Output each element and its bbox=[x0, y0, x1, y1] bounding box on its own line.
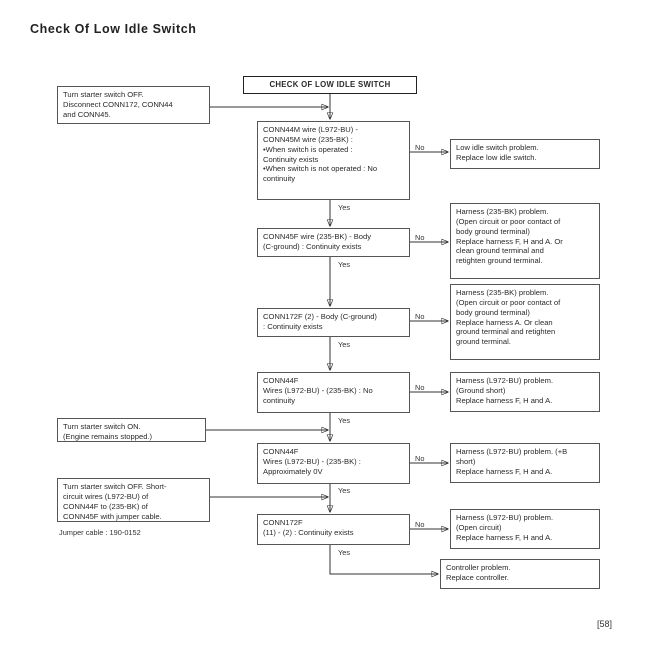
check-line: (11) - (2) : Continuity exists bbox=[263, 527, 354, 537]
check-line: CONN44F bbox=[263, 447, 299, 456]
no-label-1: No bbox=[415, 143, 425, 152]
side-note-line: CONN44F to (235-BK) of bbox=[63, 501, 148, 511]
side-note-2: Turn starter switch ON. (Engine remains … bbox=[57, 418, 206, 442]
check-box-6: CONN172F (11) - (2) : Continuity exists bbox=[257, 514, 410, 545]
flow-title: CHECK OF LOW IDLE SWITCH bbox=[243, 76, 417, 94]
result-line: Harness (L972-BU) problem. (+B bbox=[456, 447, 568, 456]
no-label-5: No bbox=[415, 454, 425, 463]
no-label-4: No bbox=[415, 383, 425, 392]
result-box-3: Harness (235-BK) problem. (Open circuit … bbox=[450, 284, 600, 360]
side-note-line: CONN45F with jumper cable. bbox=[63, 511, 162, 521]
page-number: [58] bbox=[597, 619, 613, 629]
check-line: Continuity exists bbox=[263, 154, 319, 164]
check-line: CONN44M wire (L972-BU) - bbox=[263, 125, 358, 134]
result-line: body ground terminal) bbox=[456, 307, 530, 317]
result-line: ground terminal and retighten bbox=[456, 327, 556, 337]
check-line: •When switch is operated : bbox=[263, 144, 353, 154]
result-line: body ground terminal) bbox=[456, 226, 530, 236]
check-line: CONN45M wire (235-BK) : bbox=[263, 134, 353, 144]
check-line: : Continuity exists bbox=[263, 321, 323, 331]
jumper-cable-note: Jumper cable : 190-0152 bbox=[59, 528, 141, 537]
check-box-3: CONN172F (2) - Body (C-ground) : Continu… bbox=[257, 308, 410, 337]
check-line: continuity bbox=[263, 395, 296, 405]
result-line: Replace controller. bbox=[446, 572, 509, 582]
check-line: Wires (L972-BU) - (235-BK) : bbox=[263, 456, 361, 466]
side-note-line: Turn starter switch OFF. bbox=[63, 90, 144, 99]
result-line: Replace harness F, H and A. Or bbox=[456, 236, 563, 246]
check-line: CONN172F (2) - Body (C-ground) bbox=[263, 312, 377, 321]
result-box-6: Harness (L972-BU) problem. (Open circuit… bbox=[450, 509, 600, 549]
result-line: Controller problem. bbox=[446, 563, 511, 572]
yes-label-2: Yes bbox=[338, 260, 351, 269]
yes-label-4: Yes bbox=[338, 416, 351, 425]
check-box-4: CONN44F Wires (L972-BU) - (235-BK) : No … bbox=[257, 372, 410, 413]
result-line: Low idle switch problem. bbox=[456, 143, 539, 152]
result-line: Harness (L972-BU) problem. bbox=[456, 376, 554, 385]
result-box-2: Harness (235-BK) problem. (Open circuit … bbox=[450, 203, 600, 279]
page-title: Check Of Low Idle Switch bbox=[30, 22, 197, 36]
no-label-2: No bbox=[415, 233, 425, 242]
yes-label-6: Yes bbox=[338, 548, 351, 557]
check-line: continuity bbox=[263, 174, 296, 184]
result-line: Harness (235-BK) problem. bbox=[456, 288, 549, 297]
no-label-3: No bbox=[415, 312, 425, 321]
result-line: Harness (L972-BU) problem. bbox=[456, 513, 554, 522]
check-line: •When switch is not operated : No bbox=[263, 164, 378, 174]
side-note-line: (Engine remains stopped.) bbox=[63, 431, 153, 441]
result-line: Replace harness F, H and A. bbox=[456, 395, 553, 405]
result-line: Replace harness A. Or clean bbox=[456, 317, 553, 327]
result-box-7: Controller problem. Replace controller. bbox=[440, 559, 600, 589]
no-label-6: No bbox=[415, 520, 425, 529]
check-line: Wires (L972-BU) - (235-BK) : No bbox=[263, 385, 373, 395]
result-box-5: Harness (L972-BU) problem. (+B short) Re… bbox=[450, 443, 600, 483]
check-box-5: CONN44F Wires (L972-BU) - (235-BK) : App… bbox=[257, 443, 410, 484]
yes-label-3: Yes bbox=[338, 340, 351, 349]
result-line: (Open circuit or poor contact of bbox=[456, 216, 561, 226]
arrow-check-6-to-result-7 bbox=[329, 545, 438, 574]
check-box-1: CONN44M wire (L972-BU) - CONN45M wire (2… bbox=[257, 121, 410, 200]
check-line: (C-ground) : Continuity exists bbox=[263, 241, 362, 251]
side-note-line: Disconnect CONN172, CONN44 bbox=[63, 99, 173, 109]
result-line: Replace harness F, H and A. bbox=[456, 532, 553, 542]
result-line: short) bbox=[456, 456, 476, 466]
result-line: Replace harness F, H and A. bbox=[456, 466, 553, 476]
side-note-1: Turn starter switch OFF. Disconnect CONN… bbox=[57, 86, 210, 124]
side-note-line: circuit wires (L972-BU) of bbox=[63, 491, 149, 501]
side-note-line: Turn starter switch OFF. Short- bbox=[63, 482, 167, 491]
check-line: CONN44F bbox=[263, 376, 299, 385]
side-note-3: Turn starter switch OFF. Short- circuit … bbox=[57, 478, 210, 522]
result-line: (Open circuit) bbox=[456, 522, 502, 532]
result-line: Harness (235-BK) problem. bbox=[456, 207, 549, 216]
check-line: CONN45F wire (235-BK) - Body bbox=[263, 232, 372, 241]
side-note-line: Turn starter switch ON. bbox=[63, 422, 141, 431]
side-note-line: and CONN45. bbox=[63, 109, 111, 119]
result-line: ground terminal. bbox=[456, 337, 511, 347]
yes-label-1: Yes bbox=[338, 203, 351, 212]
result-line: clean ground terminal and bbox=[456, 246, 544, 256]
check-line: CONN172F bbox=[263, 518, 303, 527]
result-line: Replace low idle switch. bbox=[456, 152, 537, 162]
result-box-4: Harness (L972-BU) problem. (Ground short… bbox=[450, 372, 600, 412]
result-line: (Open circuit or poor contact of bbox=[456, 297, 561, 307]
result-line: (Ground short) bbox=[456, 385, 506, 395]
check-box-2: CONN45F wire (235-BK) - Body (C-ground) … bbox=[257, 228, 410, 257]
check-line: Approximately 0V bbox=[263, 466, 323, 476]
result-box-1: Low idle switch problem. Replace low idl… bbox=[450, 139, 600, 169]
yes-label-5: Yes bbox=[338, 486, 351, 495]
result-line: retighten ground terminal. bbox=[456, 256, 543, 266]
